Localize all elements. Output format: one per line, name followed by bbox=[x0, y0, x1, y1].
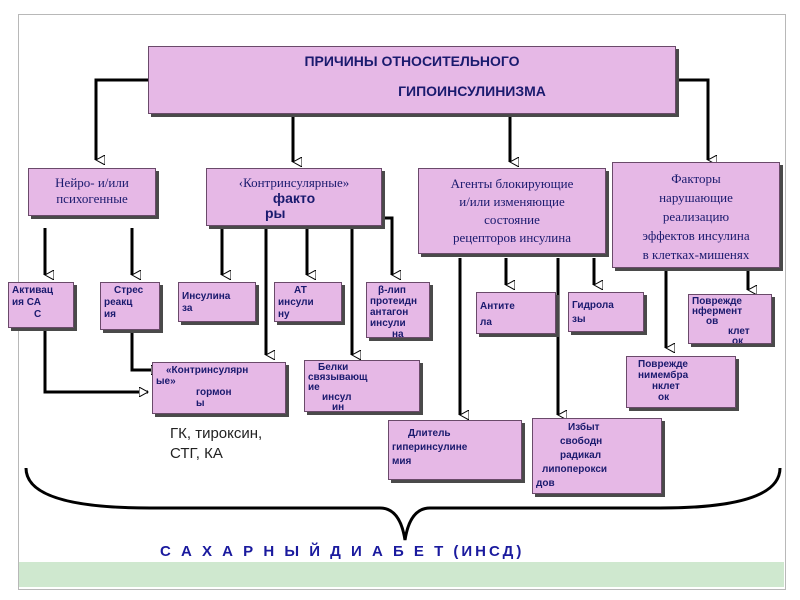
effect-stress: Стрес реакц ия bbox=[100, 282, 160, 330]
effect-radicals-line-5: дов bbox=[536, 478, 555, 489]
title-line-1: ПРИЧИНЫ ОТНОСИТЕЛЬНОГО bbox=[304, 53, 520, 69]
effect-insulinase-line-1: Инсулина bbox=[182, 291, 231, 302]
effect-hormones-line-4: ы bbox=[196, 398, 205, 409]
effect-hyperins: Длитель гиперинсулине мия bbox=[388, 420, 522, 480]
effect-beta: β-лип протеидн антагон инсули на bbox=[366, 282, 430, 338]
effect-ferment-line-1: Поврежде bbox=[692, 296, 742, 307]
effect-proteins-line-4: инсул bbox=[322, 392, 352, 403]
category-contra-line-3: ры bbox=[265, 205, 286, 221]
effect-insulinase-line-2: за bbox=[182, 303, 193, 314]
effect-ferment-line-3: ов bbox=[706, 316, 719, 327]
effect-stress-line-2: реакц bbox=[104, 297, 133, 308]
effect-proteins-line-1: Белки bbox=[318, 362, 349, 373]
effect-stress-line-3: ия bbox=[104, 309, 116, 320]
hormones-note-line-1: ГК, тироксин, bbox=[170, 425, 263, 442]
effect-membr-line-2: нимембра bbox=[638, 370, 689, 381]
effect-gidrolazy-line-1: Гидрола bbox=[572, 300, 614, 311]
hormones-note-line-2: СТГ, КА bbox=[170, 445, 223, 462]
effect-beta-line-2: протеидн bbox=[370, 296, 418, 307]
effect-gidrolazy: Гидрола зы bbox=[568, 292, 644, 332]
effect-activ: Активац ия СА С bbox=[8, 282, 74, 328]
effect-hormones: «Контринсулярн ые» гормон ы bbox=[152, 362, 286, 414]
category-contra-line-1: ‹Контринсулярные» bbox=[238, 175, 350, 190]
category-neuro-line-2: психогенные bbox=[56, 191, 128, 206]
effect-stress-line-1: Стрес bbox=[114, 285, 144, 296]
bottom-band bbox=[19, 562, 784, 587]
effect-ferment: Поврежде нфермент ов клет ок bbox=[688, 294, 772, 344]
effect-gidrolazy-line-2: зы bbox=[572, 314, 586, 325]
effect-proteins: Белки связывающ ие инсул ин bbox=[304, 360, 420, 412]
effect-membr: Поврежде нимембра нклет ок bbox=[626, 356, 736, 408]
title-line-2: ГИПОИНСУЛИНИЗМА bbox=[398, 83, 546, 99]
effect-beta-line-1: β-лип bbox=[378, 285, 406, 296]
category-factors-line-3: реализацию bbox=[662, 209, 730, 224]
effect-membr-line-3: нклет bbox=[652, 381, 680, 392]
effect-proteins-line-3: ие bbox=[308, 382, 320, 393]
effect-hyperins-line-3: мия bbox=[392, 456, 412, 467]
category-factors-line-4: эффектов инсулина bbox=[642, 228, 750, 243]
effect-ferment-line-2: нфермент bbox=[692, 306, 743, 317]
category-agents-line-1: Агенты блокирующие bbox=[450, 176, 574, 191]
hormones-note: ГК, тироксин, СТГ, КА bbox=[170, 424, 262, 464]
category-contra: ‹Контринсулярные» факто ры bbox=[206, 168, 382, 226]
effect-activ-line-2: ия СА bbox=[12, 297, 41, 308]
brace bbox=[24, 467, 782, 541]
effect-radicals-line-1: Избыт bbox=[568, 422, 600, 433]
effect-beta-line-5: на bbox=[392, 329, 404, 338]
category-factors-line-2: нарушающие bbox=[659, 190, 733, 205]
category-agents-line-4: рецепторов инсулина bbox=[453, 230, 571, 245]
effect-at-line-1: АТ bbox=[294, 285, 307, 296]
effect-proteins-line-2: связывающ bbox=[308, 372, 368, 383]
category-neuro-line-1: Нейро- и/или bbox=[55, 175, 129, 190]
effect-radicals: Избыт свободн радикал липоперокси дов bbox=[532, 418, 662, 494]
effect-radicals-line-3: радикал bbox=[560, 450, 602, 461]
category-neuro: Нейро- и/или психогенные bbox=[28, 168, 156, 216]
effect-activ-line-1: Активац bbox=[12, 285, 53, 296]
connector-title-neuro bbox=[94, 78, 148, 160]
effect-at: АТ инсули ну bbox=[274, 282, 342, 322]
effect-proteins-line-5: ин bbox=[332, 402, 345, 412]
effect-radicals-line-4: липоперокси bbox=[542, 464, 608, 475]
category-factors-line-5: в клетках-мишенях bbox=[642, 247, 750, 262]
category-agents-line-2: и/или изменяющие bbox=[459, 194, 565, 209]
effect-beta-line-3: антагон bbox=[370, 307, 409, 318]
effect-hyperins-line-1: Длитель bbox=[408, 428, 451, 439]
connector-stress-hormones bbox=[130, 320, 160, 370]
effect-ferment-line-4: клет bbox=[728, 326, 750, 337]
effect-activ-line-3: С bbox=[34, 309, 42, 320]
effect-at-line-2: инсули bbox=[278, 297, 314, 308]
effect-radicals-line-2: свободн bbox=[560, 436, 603, 447]
effect-insulinase: Инсулина за bbox=[178, 282, 256, 322]
effect-ferment-line-5: ок bbox=[732, 336, 744, 344]
effect-hormones-line-2: ые» bbox=[156, 376, 176, 387]
effect-antitela: Антите ла bbox=[476, 292, 556, 334]
category-agents: Агенты блокирующие и/или изменяющие сост… bbox=[418, 168, 606, 254]
connector-contra-beta bbox=[378, 216, 392, 275]
category-agents-line-3: состояние bbox=[484, 212, 540, 227]
category-contra-line-2: факто bbox=[272, 190, 316, 206]
effect-membr-line-1: Поврежде bbox=[638, 359, 688, 370]
category-factors-line-1: Факторы bbox=[671, 171, 721, 186]
title-box: ПРИЧИНЫ ОТНОСИТЕЛЬНОГО ГИПОИНСУЛИНИЗМА bbox=[148, 46, 676, 114]
effect-at-line-3: ну bbox=[278, 309, 290, 320]
connector-activ-hormones bbox=[43, 320, 148, 392]
effect-hormones-line-3: гормон bbox=[196, 387, 232, 398]
effect-antitela-line-1: Антите bbox=[480, 301, 515, 312]
effect-hyperins-line-2: гиперинсулине bbox=[392, 442, 468, 453]
category-factors: Факторы нарушающие реализацию эффектов и… bbox=[612, 162, 780, 268]
connector-title-factors bbox=[676, 78, 708, 160]
effect-hormones-line-1: «Контринсулярн bbox=[166, 365, 249, 376]
effect-membr-line-4: ок bbox=[658, 392, 670, 403]
effect-beta-line-4: инсули bbox=[370, 318, 406, 329]
diagnosis-label: С А Х А Р Н Ы Й Д И А Б Е Т (ИНСД) bbox=[160, 543, 525, 560]
effect-antitela-line-2: ла bbox=[480, 317, 492, 328]
